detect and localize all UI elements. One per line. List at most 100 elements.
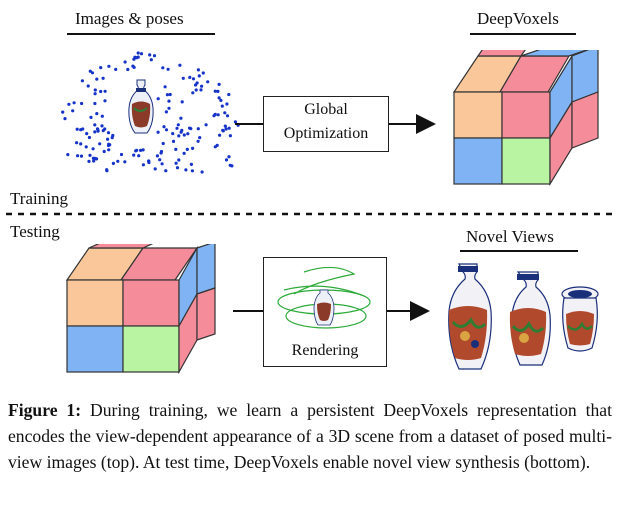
- camera-pose-point: [171, 139, 176, 143]
- camera-pose-point: [166, 67, 170, 71]
- camera-trajectory: [277, 266, 371, 329]
- camera-pose-point: [99, 89, 103, 94]
- camera-pose-point: [103, 99, 107, 103]
- camera-pose-point: [88, 69, 92, 73]
- camera-pose-point: [201, 71, 205, 75]
- camera-pose-point: [223, 111, 227, 115]
- camera-pose-point: [108, 143, 112, 147]
- camera-pose-point: [158, 158, 162, 162]
- camera-pose-point: [217, 82, 221, 86]
- camera-pose-point: [139, 52, 144, 56]
- camera-pose-point: [107, 148, 111, 152]
- camera-pose-point: [147, 159, 151, 163]
- camera-pose-point: [93, 88, 97, 92]
- camera-pose-point: [227, 126, 231, 130]
- camera-pose-point: [131, 64, 135, 68]
- testing-label: Testing: [10, 222, 60, 241]
- camera-pose-point: [186, 132, 190, 136]
- camera-pose-point: [95, 77, 99, 81]
- global-optimization-line1: Global: [304, 101, 348, 118]
- camera-pose-point: [181, 76, 185, 80]
- camera-pose-point: [141, 163, 145, 167]
- camera-pose-point: [139, 148, 143, 152]
- camera-pose-point: [95, 127, 100, 131]
- camera-pose-point: [75, 141, 79, 145]
- camera-pose-point: [66, 153, 70, 157]
- deepvoxels-label: DeepVoxels: [477, 9, 559, 28]
- camera-pose-point: [213, 89, 217, 93]
- camera-pose-point: [153, 167, 157, 171]
- camera-pose-point: [179, 116, 183, 120]
- novel-views-underline: [460, 250, 578, 252]
- camera-pose-point: [106, 137, 110, 141]
- camera-pose-point: [167, 99, 171, 103]
- camera-pose-point: [159, 149, 164, 154]
- camera-pose-point: [219, 98, 223, 102]
- novel-view-vase-3: [561, 286, 599, 352]
- rendering-box: Rendering: [263, 257, 387, 367]
- camera-pose-point: [162, 125, 166, 129]
- camera-pose-point: [220, 104, 224, 108]
- camera-pose-point: [100, 124, 104, 128]
- camera-pose-point: [119, 152, 124, 157]
- camera-pose-point: [101, 76, 105, 80]
- camera-pose-point: [190, 169, 194, 173]
- camera-pose-point: [80, 79, 84, 83]
- camera-pose-point: [93, 101, 97, 106]
- figure-caption: Figure 1: During training, we learn a pe…: [8, 398, 612, 475]
- camera-pose-point: [91, 147, 95, 151]
- camera-pose-point: [194, 88, 198, 92]
- camera-pose-point: [95, 112, 99, 116]
- camera-pose-point: [98, 142, 102, 146]
- camera-pose-point: [137, 154, 141, 158]
- camera-pose-point: [123, 60, 127, 64]
- camera-pose-point: [199, 88, 203, 92]
- camera-pose-point: [215, 143, 219, 147]
- camera-pose-point: [191, 91, 195, 95]
- camera-pose-point: [213, 112, 217, 116]
- camera-pose-point: [114, 67, 118, 71]
- camera-pose-point: [87, 135, 91, 140]
- camera-pose-point: [216, 113, 220, 117]
- camera-pose-point: [175, 166, 180, 170]
- camera-pose-point: [94, 157, 99, 161]
- camera-pose-point: [126, 67, 130, 72]
- images-poses-underline: [67, 33, 215, 35]
- camera-pose-point: [217, 96, 221, 100]
- novel-view-vase-1: [448, 263, 492, 370]
- camera-pose-point: [218, 133, 222, 137]
- camera-pose-point: [189, 127, 193, 131]
- camera-pose-point: [184, 168, 188, 172]
- camera-pose-point: [221, 129, 225, 133]
- camera-pose-point: [84, 145, 88, 149]
- camera-pose-point: [206, 80, 210, 84]
- camera-pose-point: [174, 147, 178, 151]
- camera-pose-point: [163, 85, 167, 89]
- novel-view-vase-2: [509, 271, 551, 366]
- camera-pose-point: [87, 159, 91, 163]
- camera-pose-point: [90, 71, 95, 75]
- camera-pose-point: [63, 117, 67, 121]
- deepvoxels-underline: [470, 33, 576, 35]
- global-optimization-line2: Optimization: [283, 125, 369, 142]
- camera-pose-point: [198, 136, 202, 140]
- arrows-top: [6, 114, 612, 321]
- images-poses-label: Images & poses: [75, 9, 184, 28]
- camera-pose-point: [228, 134, 232, 138]
- camera-pose-point: [164, 110, 168, 114]
- camera-pose-point: [196, 127, 200, 131]
- vase-thumbnail: [128, 79, 154, 134]
- global-optimization-box: Global Optimization: [263, 96, 389, 152]
- camera-pose-point: [191, 146, 195, 150]
- camera-pose-point: [182, 133, 186, 137]
- figure-1: Images & poses DeepVoxels Global Optimiz…: [6, 9, 612, 375]
- camera-pose-point: [116, 159, 120, 163]
- camera-pose-point: [134, 149, 138, 153]
- camera-pose-point: [160, 162, 164, 166]
- camera-pose-point: [67, 102, 71, 106]
- camera-pose-point: [196, 68, 200, 72]
- camera-pose-point: [200, 84, 204, 88]
- camera-pose-point: [123, 160, 127, 164]
- camera-pose-point: [161, 66, 165, 70]
- camera-pose-point: [81, 127, 85, 131]
